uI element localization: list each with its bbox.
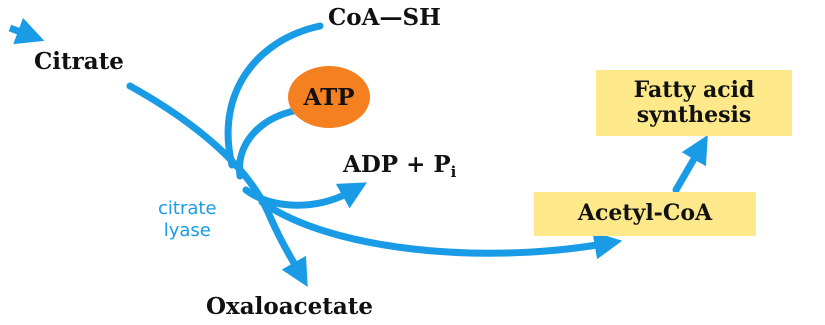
fatty-acid-synthesis-box: Fatty acid synthesis: [596, 70, 792, 136]
atp-label: ATP: [303, 83, 355, 111]
coa-sh-label: CoA—SH: [328, 4, 441, 31]
adp-output-arrow: [242, 182, 368, 209]
citrate-label: Citrate: [34, 48, 124, 75]
enzyme-label-line1: citrate: [158, 198, 217, 219]
adp-pi-text: ADP + P: [343, 151, 451, 178]
acetyl-coa-to-fatty-acid-arrow: [672, 135, 708, 194]
incoming-arrow: [8, 17, 45, 45]
acetyl-coa-output-arrow: [258, 198, 623, 260]
enzyme-label: citrate lyase: [158, 198, 217, 241]
citrate-to-oxaloacetate-arrow: [126, 82, 308, 288]
atp-input-curve: [236, 106, 302, 180]
atp-node: ATP: [288, 66, 370, 128]
pi-subscript: i: [450, 163, 457, 181]
enzyme-label-line2: lyase: [163, 219, 211, 241]
fatty-acid-label-line1: Fatty acid: [633, 76, 755, 103]
acetyl-coa-box: Acetyl-CoA: [534, 192, 756, 236]
acetyl-coa-label: Acetyl-CoA: [577, 200, 713, 227]
fatty-acid-label-line2: synthesis: [636, 102, 752, 128]
coa-sh-input-curve: [224, 22, 324, 169]
adp-pi-label: ADP + Pi: [343, 153, 456, 180]
oxaloacetate-label: Oxaloacetate: [206, 293, 374, 320]
